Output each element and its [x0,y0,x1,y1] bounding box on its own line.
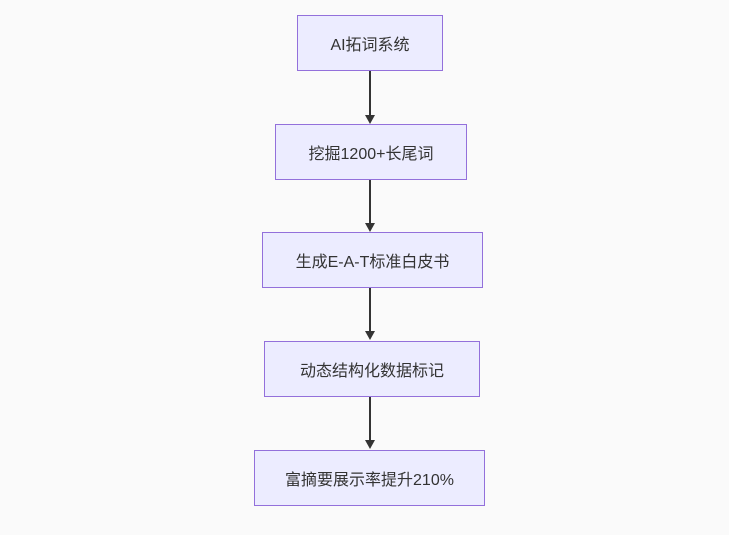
flow-node-eat-whitepaper: 生成E-A-T标准白皮书 [262,232,483,288]
flow-edge-arrow-2 [365,180,375,232]
flow-node-ai-keyword-system: AI拓词系统 [297,15,443,71]
flow-edge-arrow-1 [365,71,375,124]
flow-node-label: 富摘要展示率提升210% [285,472,454,489]
flow-node-label: 挖掘1200+长尾词 [308,146,434,163]
flow-node-label: AI拓词系统 [330,37,410,54]
flow-node-structured-data-markup: 动态结构化数据标记 [264,341,480,397]
flow-node-label: 动态结构化数据标记 [299,363,444,380]
flow-node-rich-snippet-uplift: 富摘要展示率提升210% [254,450,485,506]
flow-edge-arrow-4 [365,397,375,449]
flow-node-label: 生成E-A-T标准白皮书 [295,254,450,271]
flow-node-longtail-mining: 挖掘1200+长尾词 [275,124,467,180]
flow-edge-arrow-3 [365,288,375,340]
